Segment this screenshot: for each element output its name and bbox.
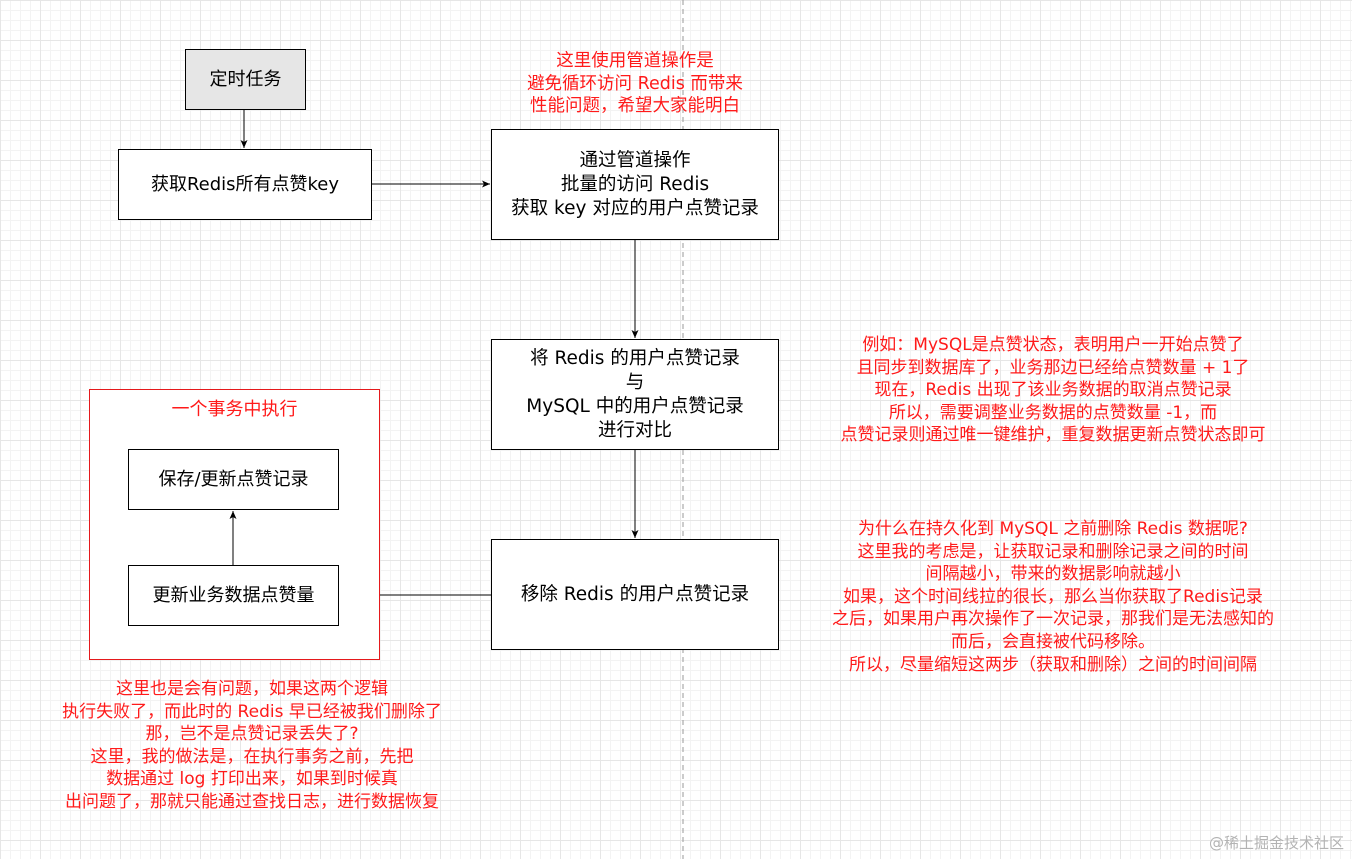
- note-problem: 这里也是会有问题，如果这两个逻辑 执行失败了，而此时的 Redis 早已经被我们…: [62, 679, 442, 812]
- node-get-redis-keys[interactable]: 获取Redis所有点赞key: [118, 149, 372, 220]
- node-update-like-count[interactable]: 更新业务数据点赞量: [128, 565, 339, 626]
- note-why-delete: 为什么在持久化到 MySQL 之前删除 Redis 数据呢? 这里我的考虑是，让…: [832, 519, 1274, 675]
- node-remove-redis-records[interactable]: 移除 Redis 的用户点赞记录: [491, 539, 779, 650]
- node-scheduled-task[interactable]: 定时任务: [185, 49, 306, 110]
- transaction-title: 一个事务中执行: [171, 399, 298, 420]
- note-example: 例如：MySQL是点赞状态，表明用户一开始点赞了 且同步到数据库了，业务那边已经…: [840, 335, 1266, 446]
- note-pipeline: 这里使用管道操作是 避免循环访问 Redis 而带来 性能问题，希望大家能明白: [527, 51, 743, 117]
- node-compare-records[interactable]: 将 Redis 的用户点赞记录 与 MySQL 中的用户点赞记录 进行对比: [491, 339, 779, 450]
- watermark: @稀土掘金技术社区: [1208, 834, 1344, 852]
- node-pipeline-fetch[interactable]: 通过管道操作 批量的访问 Redis 获取 key 对应的用户点赞记录: [491, 129, 779, 240]
- node-save-update-record[interactable]: 保存/更新点赞记录: [128, 449, 339, 510]
